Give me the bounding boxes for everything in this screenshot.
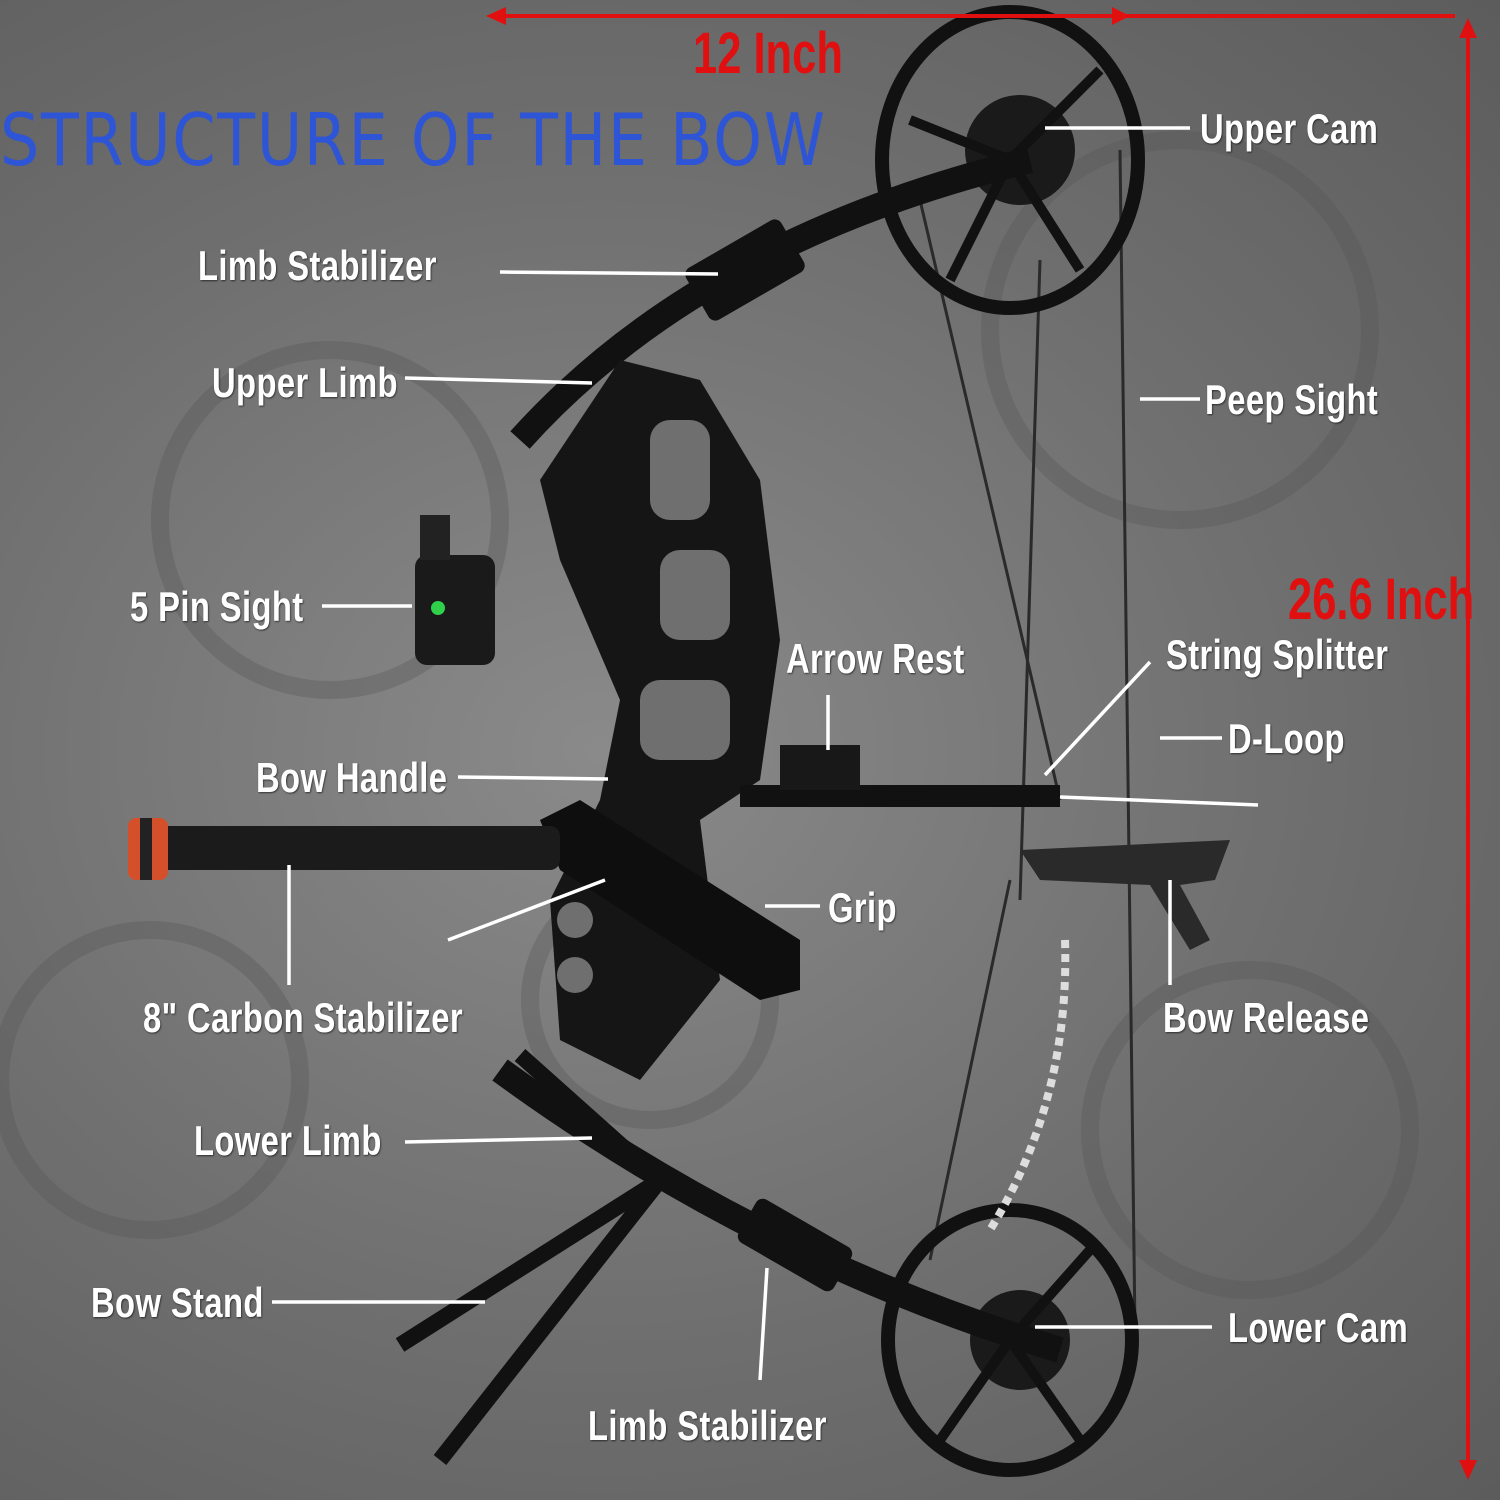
bow-strings <box>918 149 1137 1331</box>
riser-cutouts <box>557 420 730 993</box>
label-5-pin-sight: 5 Pin Sight <box>130 583 304 630</box>
bow-stand-shape <box>395 1049 667 1465</box>
label-bow-stand: Bow Stand <box>91 1279 264 1326</box>
label-bow-handle: Bow Handle <box>256 754 448 801</box>
label-peep-sight: Peep Sight <box>1205 376 1379 423</box>
label-string-splitter: String Splitter <box>1166 631 1389 678</box>
limb-stabilizer-shapes <box>685 219 853 1292</box>
sight-shape <box>415 555 495 665</box>
label-grip: Grip <box>828 884 897 931</box>
grip-shape <box>540 800 800 1000</box>
label-lower-limb: Lower Limb <box>194 1117 382 1164</box>
label-d-loop: D-Loop <box>1228 715 1345 762</box>
gear-background <box>0 131 1419 1299</box>
label-limb-stabilizer-lower: Limb Stabilizer <box>588 1402 827 1449</box>
label-limb-stabilizer-upper: Limb Stabilizer <box>198 242 437 289</box>
label-upper-cam: Upper Cam <box>1200 105 1379 152</box>
height-dimension: 26.6 Inch <box>1288 567 1475 632</box>
label-arrow-rest: Arrow Rest <box>786 635 965 682</box>
label-lower-cam: Lower Cam <box>1228 1304 1409 1351</box>
width-dimension: 12 Inch <box>693 21 843 86</box>
label-bow-release: Bow Release <box>1163 994 1370 1041</box>
label-upper-limb: Upper Limb <box>212 359 398 406</box>
dimension-arrows <box>486 7 1477 1480</box>
leader-lines <box>272 126 1259 1381</box>
carbon-stabilizer-shape <box>140 826 560 870</box>
page-title: STRUCTURE OF THE BOW <box>0 98 827 182</box>
label-carbon-stabilizer: 8" Carbon Stabilizer <box>143 994 464 1041</box>
